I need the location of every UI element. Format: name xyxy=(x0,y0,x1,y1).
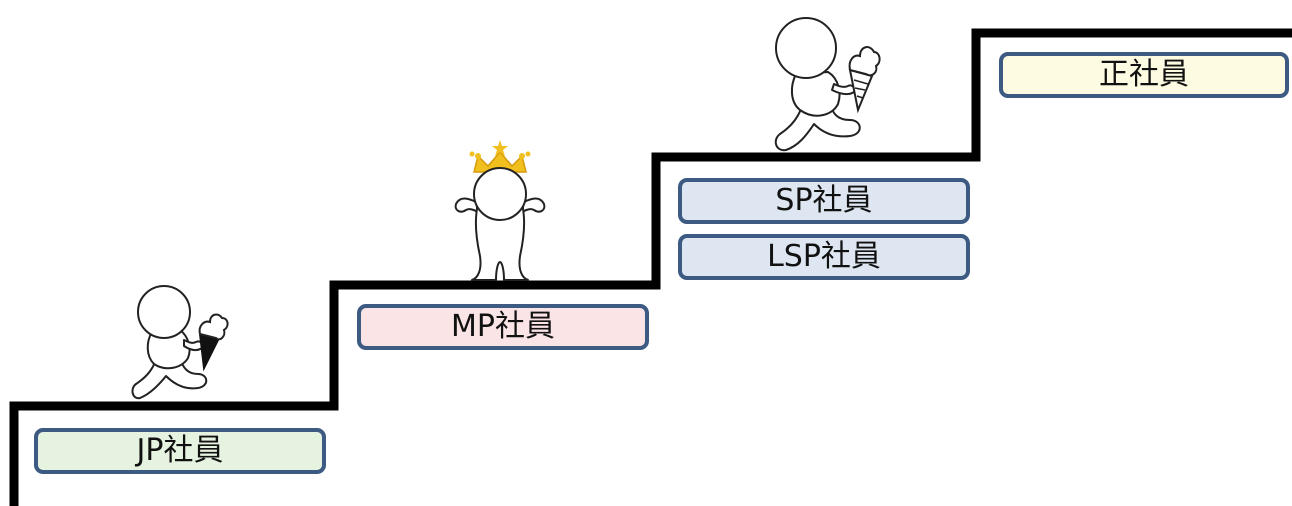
figure-arm xyxy=(183,339,204,352)
level-label-sei-text: 正社員 xyxy=(1099,57,1189,92)
figure-body xyxy=(146,329,191,370)
ice-cream-cone-icon xyxy=(198,313,229,372)
level-label-lsp-text: LSP社員 xyxy=(767,239,881,274)
figure-head xyxy=(775,17,837,79)
level-label-mp-text: MP社員 xyxy=(451,309,555,344)
level-label-jp: JP社員 xyxy=(34,428,326,474)
level-label-sp: SP社員 xyxy=(678,178,970,224)
figure-arm-left xyxy=(454,197,479,213)
walking-figure-with-ice-cream xyxy=(131,285,229,400)
figure-arm-right xyxy=(521,197,546,213)
level-label-lsp: LSP社員 xyxy=(678,234,970,280)
cheering-figure-with-crown xyxy=(454,140,546,281)
crown-icon xyxy=(469,140,531,173)
level-label-sei: 正社員 xyxy=(999,52,1289,98)
staircase-line xyxy=(9,28,1292,506)
level-label-sp-text: SP社員 xyxy=(775,183,873,218)
level-label-mp: MP社員 xyxy=(357,304,649,350)
figure-head xyxy=(137,285,191,339)
walking-figure-with-ice-cream xyxy=(774,17,881,152)
figure-head xyxy=(473,167,527,221)
ice-cream-cone-icon xyxy=(848,46,881,114)
figure-legs xyxy=(774,99,861,152)
level-label-jp-text: JP社員 xyxy=(136,433,224,468)
figure-body xyxy=(471,203,529,281)
figure-body xyxy=(790,71,841,117)
figure-legs xyxy=(131,353,208,400)
